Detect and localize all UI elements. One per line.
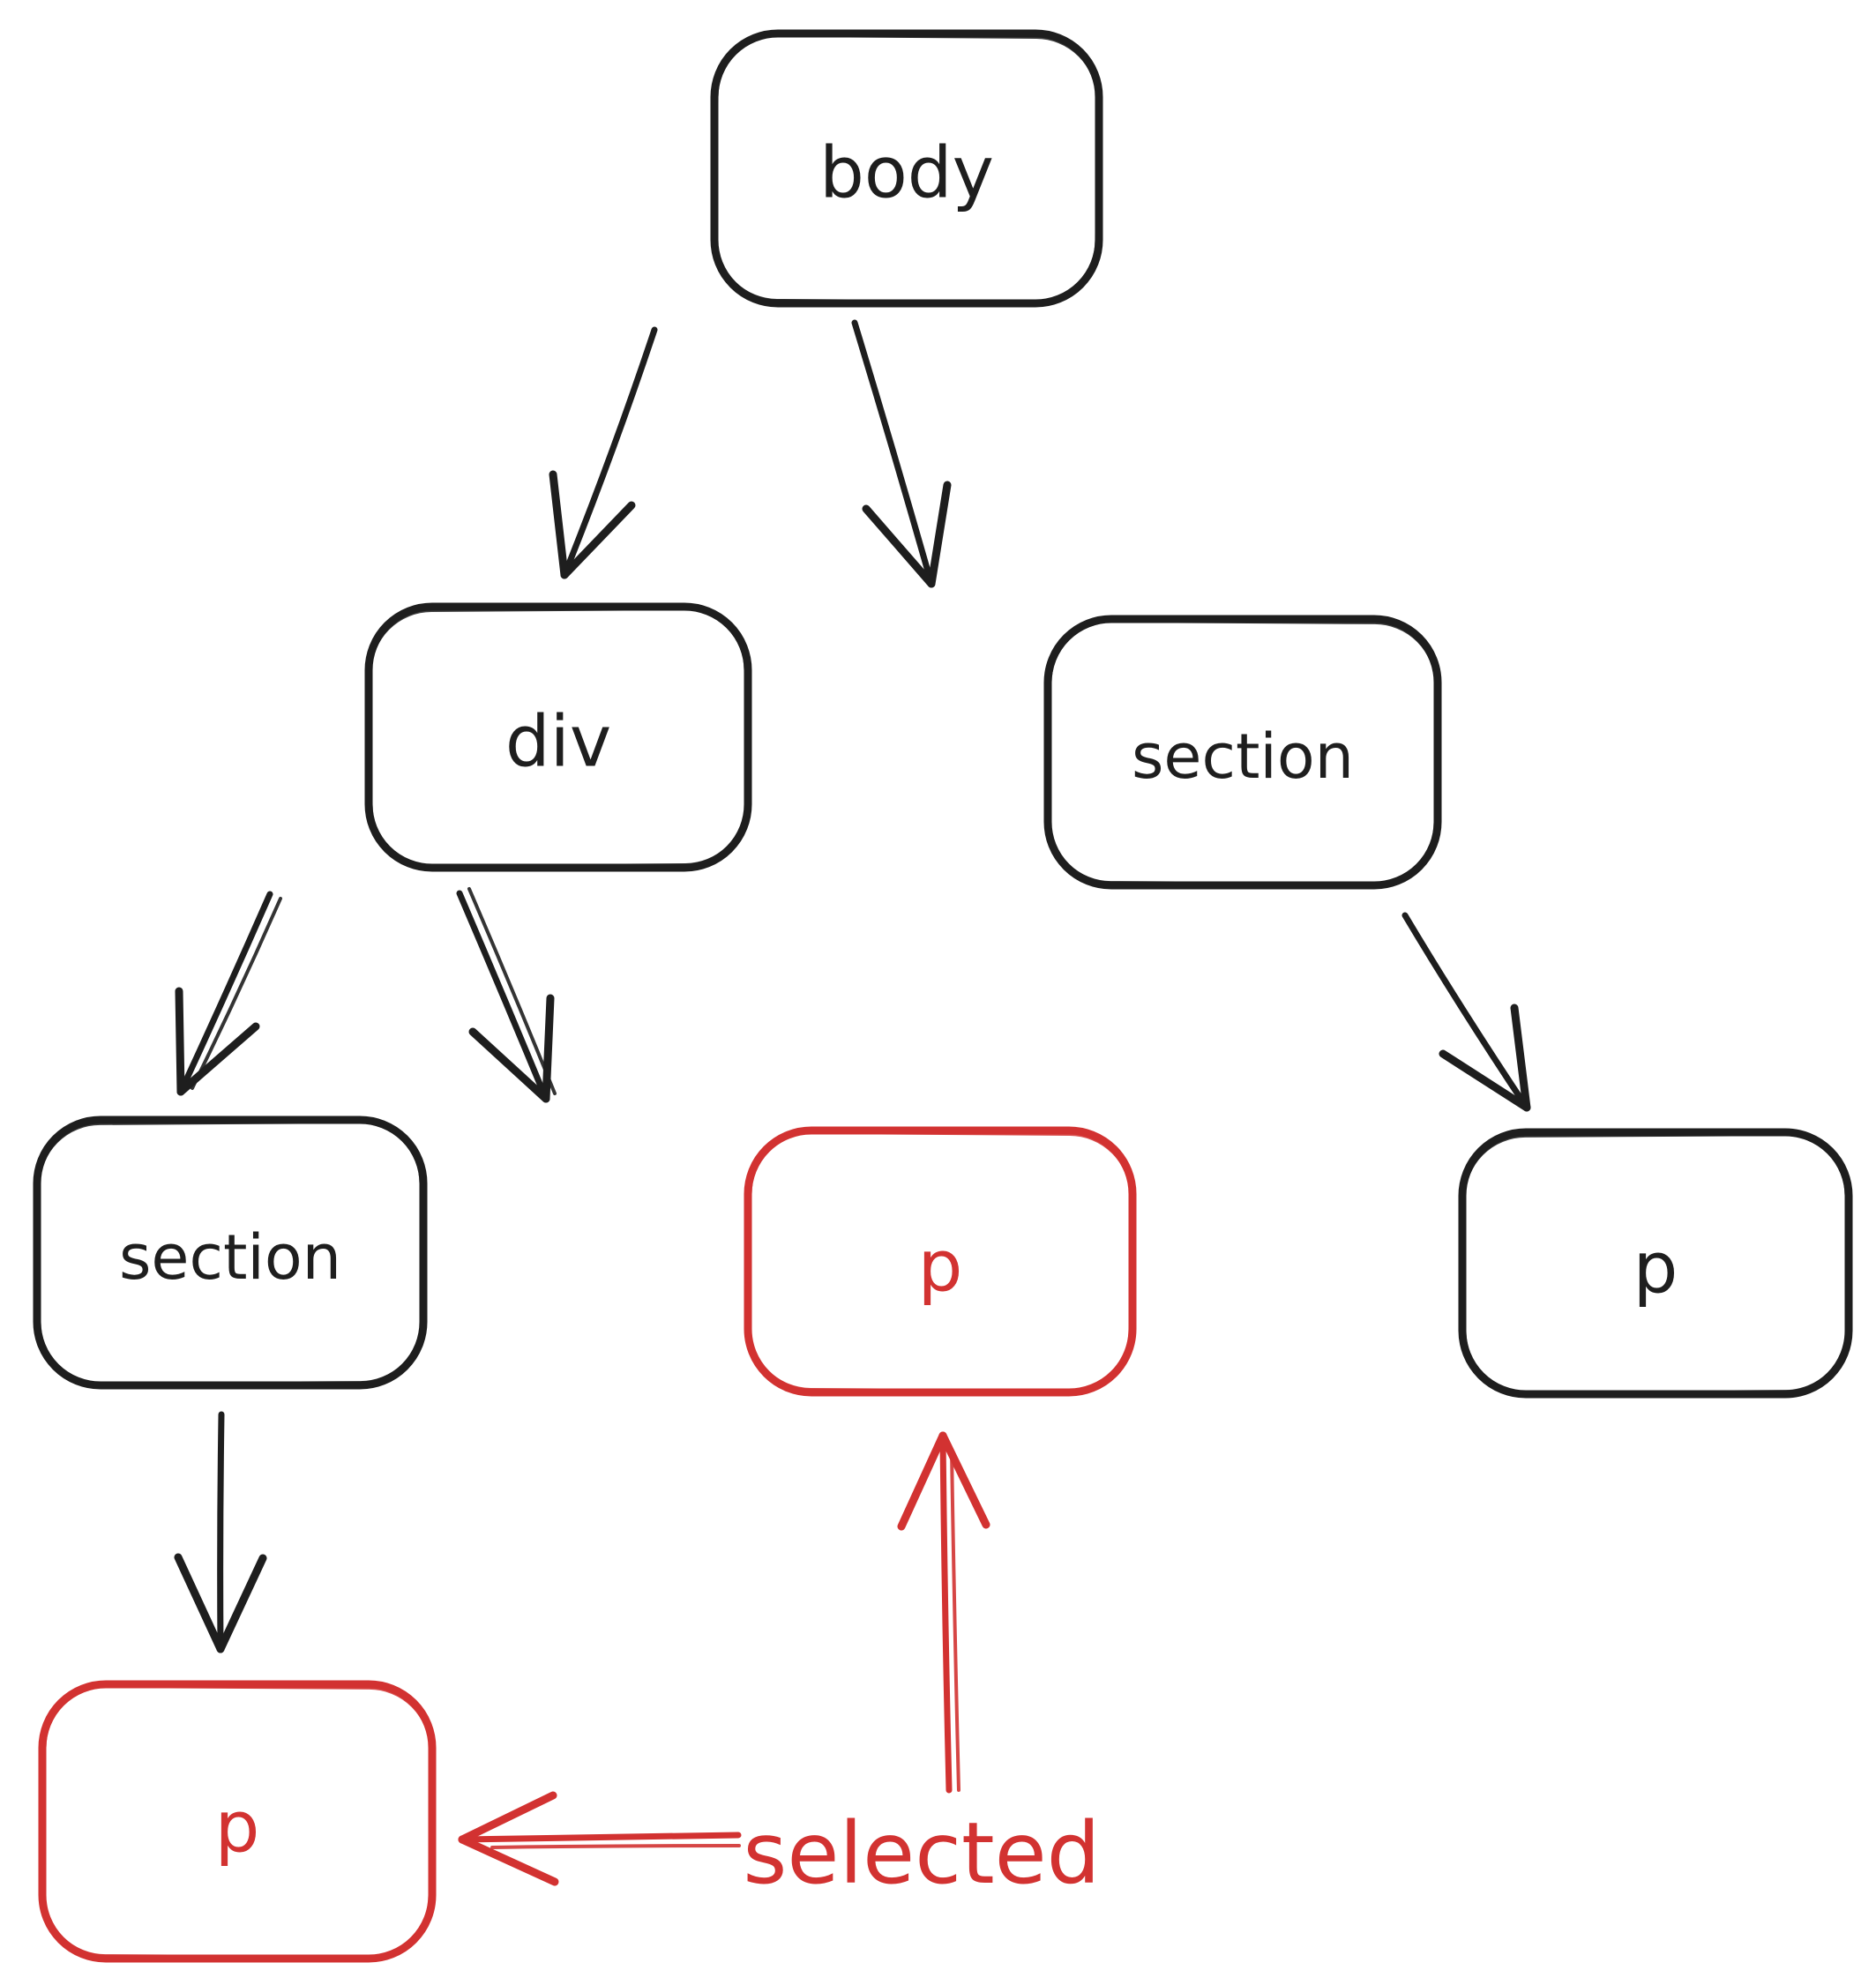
edge-div-section-left — [175, 891, 282, 1096]
node-p-right: p — [1458, 1128, 1853, 1399]
edge-body-section-right — [851, 319, 952, 588]
edge-selected-p-middle — [897, 1431, 990, 1794]
node-p-bottom-left: p — [38, 1680, 437, 1963]
edge-section-left-p-bottom-left — [174, 1411, 267, 1653]
node-section-right: section — [1043, 615, 1442, 890]
node-div-label: div — [505, 701, 611, 783]
edge-body-div — [549, 326, 658, 579]
node-p-right-label: p — [1633, 1228, 1678, 1310]
edge-selected-p-bottom-left — [458, 1791, 742, 1886]
node-body-label: body — [819, 132, 994, 214]
node-p-bottom-left-label: p — [215, 1787, 260, 1869]
node-p-middle: p — [744, 1126, 1137, 1397]
node-div: div — [364, 602, 752, 872]
node-p-middle-label: p — [918, 1226, 963, 1308]
node-section-right-label: section — [1132, 720, 1354, 793]
node-section-left-label: section — [119, 1221, 341, 1294]
node-body: body — [710, 29, 1103, 308]
edge-section-right-p-right — [1401, 912, 1531, 1112]
edge-div-p-middle — [456, 887, 557, 1103]
selected-label: selected — [743, 1804, 1100, 1903]
node-section-left: section — [33, 1116, 428, 1390]
